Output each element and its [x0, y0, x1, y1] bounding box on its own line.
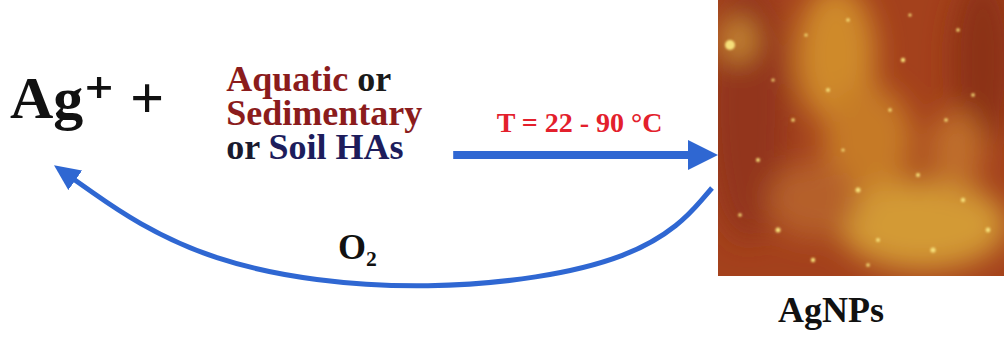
- word: or: [226, 127, 259, 167]
- oxidation-arrow: [72, 178, 712, 286]
- reactant-group: Ag⁺ + Aquatic or Sedimentary or Soil HAs: [10, 62, 441, 164]
- word: Soil: [269, 127, 327, 167]
- word: HAs: [336, 127, 404, 167]
- afm-image: [718, 0, 1004, 276]
- edge-label: O₂: [338, 226, 377, 269]
- silver-ion: Ag⁺ +: [10, 68, 164, 128]
- reaction-arrow: [453, 151, 692, 159]
- humic-acid-sources: Aquatic or Sedimentary or Soil HAs: [226, 62, 441, 164]
- edge-label: T = 22 - 90 °C: [497, 106, 663, 140]
- product-panel: AgNPs: [718, 0, 1004, 347]
- product-name: AgNPs: [778, 292, 884, 328]
